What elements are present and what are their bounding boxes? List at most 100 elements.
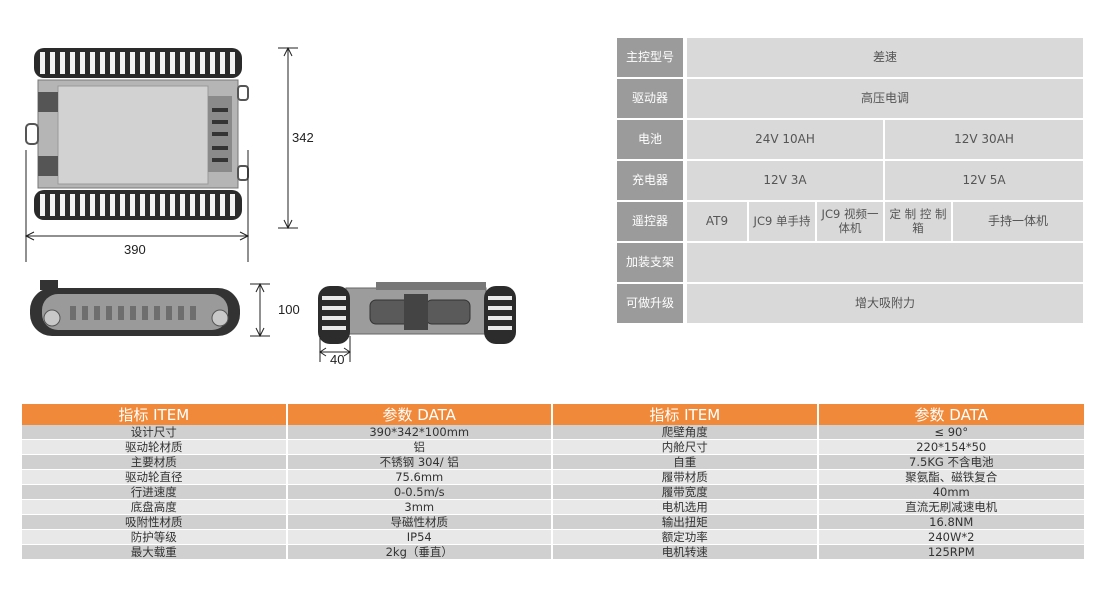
spec-item: 主要材质 xyxy=(22,455,288,470)
track-cleat xyxy=(230,52,235,74)
config-value: JC9 单手持 xyxy=(747,202,815,241)
track-cleat xyxy=(70,52,75,74)
config-value: 高压电调 xyxy=(683,79,1084,118)
config-value: 定 制 控 制 箱 xyxy=(883,202,951,241)
configuration-table: 主控型号 差速 驱动器 高压电调 电池 24V 10AH 12V 30AH 充电… xyxy=(617,36,1084,325)
spec-item: 输出扭矩 xyxy=(553,515,819,530)
spec-header: 指标 ITEM xyxy=(553,404,819,425)
config-row-charger: 充电器 12V 3A 12V 5A xyxy=(617,161,1084,200)
spec-value: 7.5KG 不含电池 xyxy=(818,455,1084,470)
track-cleat xyxy=(200,194,205,216)
track-cleat xyxy=(150,52,155,74)
config-row-upgrade: 可做升级 增大吸附力 xyxy=(617,284,1084,323)
track-cleat xyxy=(322,326,346,330)
config-label: 充电器 xyxy=(617,161,683,200)
config-label: 电池 xyxy=(617,120,683,159)
track-cleat xyxy=(100,194,105,216)
config-value: JC9 视频一体机 xyxy=(815,202,883,241)
spec-value: 3mm xyxy=(287,500,553,515)
track-cleat xyxy=(130,306,136,320)
track-cleat xyxy=(142,306,148,320)
spec-header-row: 指标 ITEM 参数 DATA 指标 ITEM 参数 DATA xyxy=(22,404,1084,425)
wheel-width-dimension-line xyxy=(319,336,351,362)
side-height-dimension-label: 100 xyxy=(278,302,300,317)
track-cleat xyxy=(94,306,100,320)
config-label: 可做升级 xyxy=(617,284,683,323)
track-cleat xyxy=(130,194,135,216)
spec-value: 240W*2 xyxy=(818,530,1084,545)
track-cleat xyxy=(170,52,175,74)
width-dimension-label: 390 xyxy=(124,242,146,257)
spec-item: 额定功率 xyxy=(553,530,819,545)
track-cleat xyxy=(190,194,195,216)
track-cleat xyxy=(90,194,95,216)
track-cleat xyxy=(230,194,235,216)
track-cleat xyxy=(60,194,65,216)
spec-item: 履带材质 xyxy=(553,470,819,485)
spec-value: 40mm xyxy=(818,485,1084,500)
track-cleat xyxy=(140,194,145,216)
spec-value: 直流无刷减速电机 xyxy=(818,500,1084,515)
spec-item: 防护等级 xyxy=(22,530,288,545)
spec-value: 2kg（垂直） xyxy=(287,545,553,560)
config-value: 手持一体机 xyxy=(951,202,1084,241)
spec-item: 履带宽度 xyxy=(553,485,819,500)
spec-header: 指标 ITEM xyxy=(22,404,288,425)
track-cleat xyxy=(120,52,125,74)
spec-value: IP54 xyxy=(287,530,553,545)
track-cleat xyxy=(160,194,165,216)
side-view-robot xyxy=(30,280,240,336)
config-row-driver: 驱动器 高压电调 xyxy=(617,79,1084,118)
front-view-robot xyxy=(318,282,516,344)
spec-value: 75.6mm xyxy=(287,470,553,485)
height-dimension-label: 342 xyxy=(292,130,314,145)
width-dimension-line xyxy=(24,150,250,262)
config-value: 24V 10AH xyxy=(683,120,883,159)
config-row-bracket: 加装支架 xyxy=(617,243,1084,282)
config-value: 12V 5A xyxy=(883,161,1084,200)
track-cleat xyxy=(70,194,75,216)
track-cleat xyxy=(40,194,45,216)
spec-value: 导磁性材质 xyxy=(287,515,553,530)
track-cleat xyxy=(40,52,45,74)
side-frame-slots xyxy=(70,306,196,320)
spec-value: 聚氨酯、磁铁复合 xyxy=(818,470,1084,485)
spec-value: ≤ 90° xyxy=(818,425,1084,440)
track-cleat xyxy=(160,52,165,74)
track-cleat xyxy=(210,194,215,216)
spec-header: 参数 DATA xyxy=(287,404,553,425)
spec-item: 驱动轮直径 xyxy=(22,470,288,485)
track-cleat xyxy=(106,306,112,320)
spec-item: 底盘高度 xyxy=(22,500,288,515)
track-cleat xyxy=(178,306,184,320)
spec-value: 125RPM xyxy=(818,545,1084,560)
track-cleat xyxy=(80,194,85,216)
config-value: 差速 xyxy=(683,38,1084,77)
config-value: AT9 xyxy=(683,202,747,241)
right-lug-bottom xyxy=(237,165,249,181)
track-cleat xyxy=(110,52,115,74)
spec-value: 不锈钢 304/ 铝 xyxy=(287,455,553,470)
track-cleat xyxy=(220,194,225,216)
track-cleat xyxy=(210,52,215,74)
track-cleat xyxy=(220,52,225,74)
side-wheel-left xyxy=(43,309,61,327)
track-cleat xyxy=(190,52,195,74)
bottom-track-cleats xyxy=(40,194,235,216)
track-cleat xyxy=(140,52,145,74)
config-label: 遥控器 xyxy=(617,202,683,241)
spec-item: 自重 xyxy=(553,455,819,470)
track-cleat xyxy=(190,306,196,320)
track-cleat xyxy=(50,52,55,74)
track-cleat xyxy=(50,194,55,216)
track-cleat xyxy=(154,306,160,320)
track-cleat xyxy=(170,194,175,216)
spec-item: 驱动轮材质 xyxy=(22,440,288,455)
front-track-left xyxy=(318,286,350,344)
